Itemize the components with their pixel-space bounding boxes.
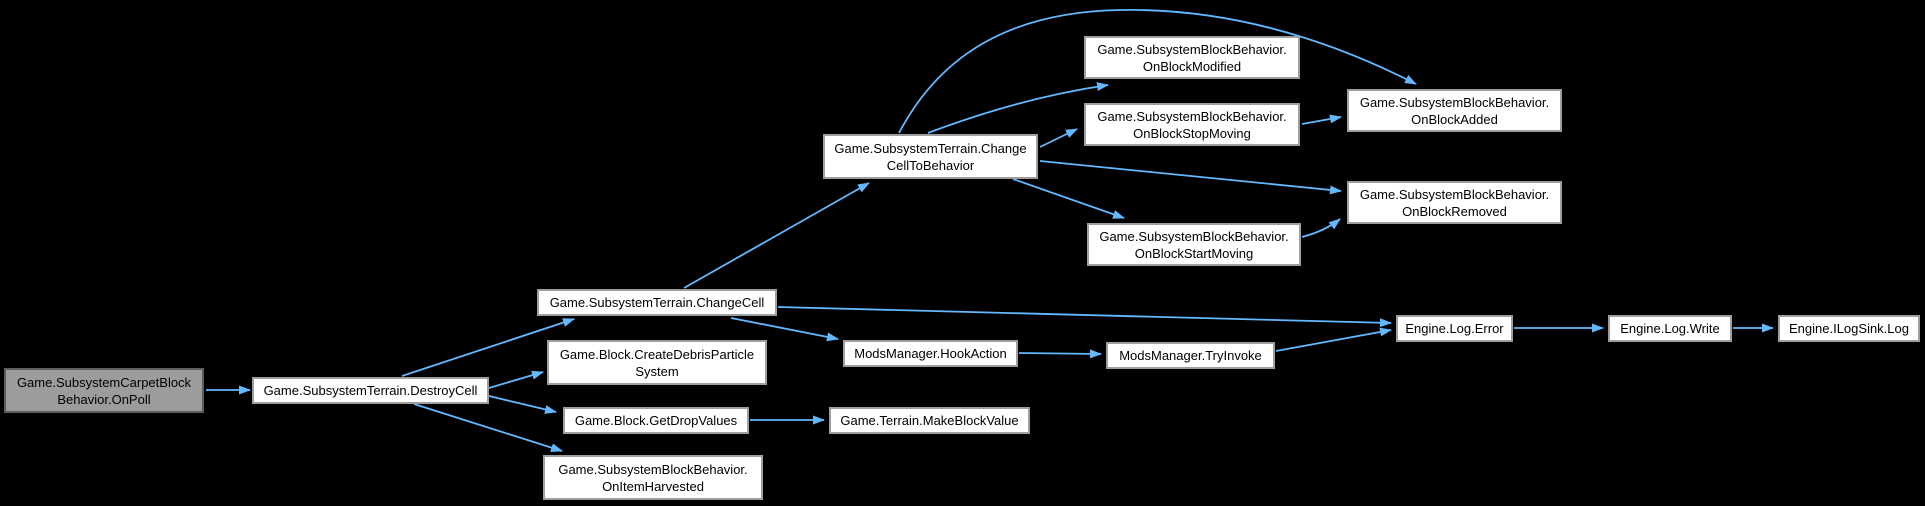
edge-destroycell-to-getdropvalues [488, 395, 557, 414]
node-getdropvalues[interactable]: Game.Block.GetDropValues [563, 407, 749, 434]
node-makeblockvalue[interactable]: Game.Terrain.MakeBlockValue [829, 407, 1030, 434]
edge-changecelltobehavior-to-onblockstartmoving [1012, 178, 1125, 219]
edge-changecelltobehavior-to-onblockstopmoving [1039, 128, 1078, 148]
node-onblockremoved[interactable]: Game.SubsystemBlockBehavior. OnBlockRemo… [1347, 181, 1562, 224]
node-destroycell[interactable]: Game.SubsystemTerrain.DestroyCell [252, 377, 489, 404]
node-logwrite[interactable]: Engine.Log.Write [1608, 315, 1732, 342]
edge-changecelltobehavior-to-onblockadded [898, 9, 1417, 134]
node-logerror[interactable]: Engine.Log.Error [1396, 315, 1513, 342]
node-onblockadded[interactable]: Game.SubsystemBlockBehavior. OnBlockAdde… [1347, 89, 1562, 132]
edge-changecell-to-logerror [777, 306, 1392, 328]
node-ilogsink[interactable]: Engine.ILogSink.Log [1778, 315, 1920, 342]
edge-tryinvoke-to-logerror [1275, 327, 1392, 352]
edge-hookaction-to-tryinvoke [1018, 349, 1102, 359]
node-tryinvoke[interactable]: ModsManager.TryInvoke [1106, 342, 1275, 369]
edge-destroycell-to-createdebris [488, 370, 544, 389]
edge-destroycell-to-changecell [401, 318, 575, 377]
edge-destroycell-to-onitemharvested [413, 403, 563, 452]
node-changecell[interactable]: Game.SubsystemTerrain.ChangeCell [537, 289, 777, 316]
node-onblockstartmoving[interactable]: Game.SubsystemBlockBehavior. OnBlockStar… [1087, 223, 1301, 266]
edge-onblockstopmoving-to-onblockadded [1301, 114, 1342, 125]
edge-changecell-to-hookaction [730, 317, 839, 342]
node-onblockstopmoving[interactable]: Game.SubsystemBlockBehavior. OnBlockStop… [1084, 103, 1300, 146]
node-onpoll: Game.SubsystemCarpetBlock Behavior.OnPol… [4, 368, 204, 413]
edge-changecell-to-changecelltobehavior [683, 182, 870, 289]
node-hookaction[interactable]: ModsManager.HookAction [843, 340, 1018, 367]
edge-changecelltobehavior-to-onblockmodified [927, 82, 1109, 134]
edge-onblockstartmoving-to-onblockremoved [1301, 218, 1341, 238]
node-createdebris[interactable]: Game.Block.CreateDebrisParticle System [547, 340, 767, 385]
node-onblockmodified[interactable]: Game.SubsystemBlockBehavior. OnBlockModi… [1084, 36, 1300, 79]
node-onitemharvested[interactable]: Game.SubsystemBlockBehavior. OnItemHarve… [543, 455, 763, 500]
node-changecelltobehavior[interactable]: Game.SubsystemTerrain.Change CellToBehav… [823, 134, 1038, 179]
edge-changecelltobehavior-to-onblockremoved [1039, 160, 1342, 195]
